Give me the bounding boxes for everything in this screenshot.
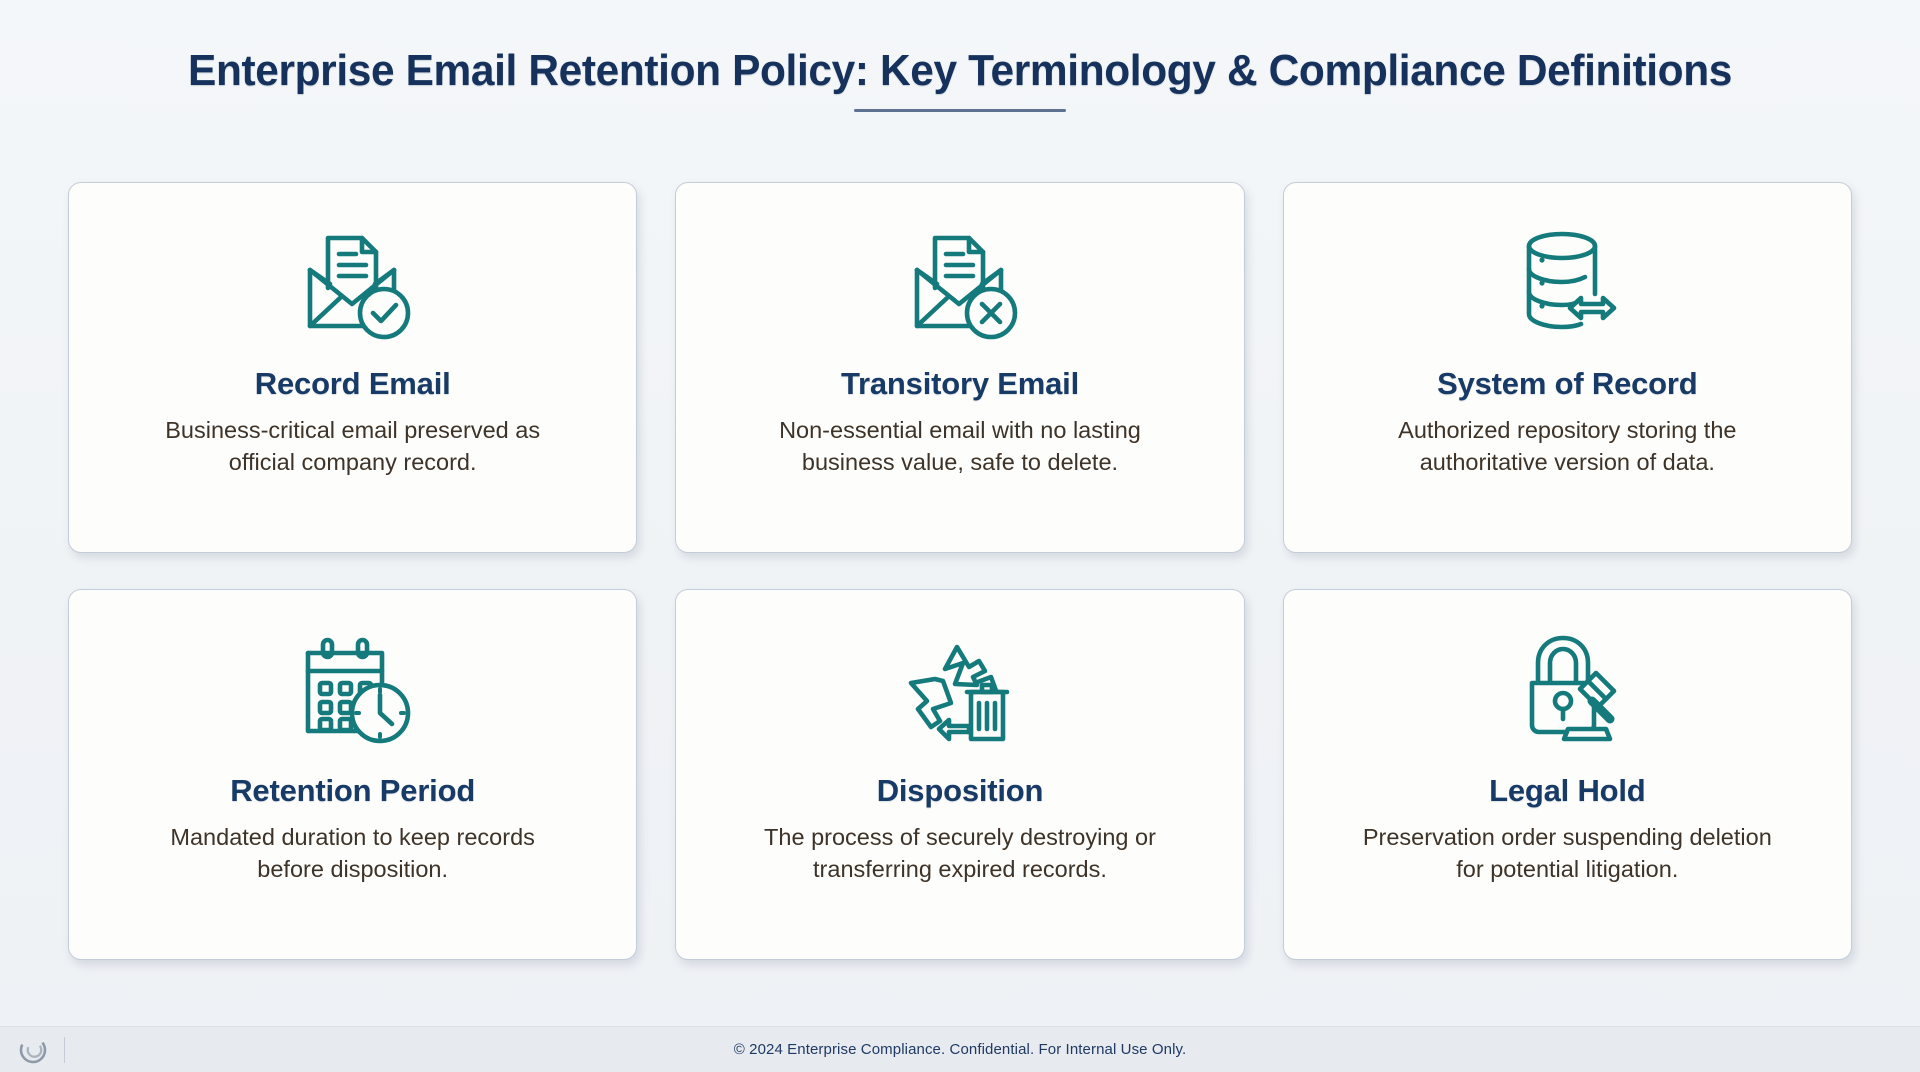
card-title: Record Email <box>254 366 451 401</box>
definition-card[interactable]: Legal Hold Preservation order suspending… <box>1282 589 1852 960</box>
definition-card[interactable]: Transitory Email Non-essential email wit… <box>675 182 1245 553</box>
definition-card-grid: Record Email Business-critical email pre… <box>68 182 1852 960</box>
title-block: Enterprise Email Retention Policy: Key T… <box>0 46 1920 113</box>
footer-bar: © 2024 Enterprise Compliance. Confidenti… <box>0 1026 1920 1072</box>
card-title: Legal Hold <box>1489 773 1646 808</box>
card-title: Disposition <box>876 773 1044 808</box>
card-description: The process of securely destroying or tr… <box>764 824 1156 882</box>
card-description: Business-critical email preserved as off… <box>165 417 541 475</box>
card-description: Authorized repository storing the author… <box>1398 417 1737 475</box>
definition-card[interactable]: Record Email Business-critical email pre… <box>68 182 638 553</box>
card-description: Mandated duration to keep records before… <box>170 824 535 882</box>
card-description: Preservation order suspending deletion f… <box>1362 824 1772 882</box>
footer-copyright: © 2024 Enterprise Compliance. Confidenti… <box>733 1041 1187 1058</box>
calendar-clock-icon <box>292 626 414 752</box>
definition-card[interactable]: System of Record Authorized repository s… <box>1282 182 1852 553</box>
card-description: Non-essential email with no lasting busi… <box>779 417 1141 475</box>
database-exchange-icon <box>1506 219 1628 345</box>
padlock-gavel-icon <box>1506 626 1628 752</box>
page-title: Enterprise Email Retention Policy: Key T… <box>188 46 1732 95</box>
definition-card[interactable]: Disposition The process of securely dest… <box>675 589 1245 960</box>
envelope-document-cross-icon <box>899 219 1021 345</box>
envelope-document-check-icon <box>292 219 414 345</box>
definition-card[interactable]: Retention Period Mandated duration to ke… <box>68 589 638 960</box>
card-title: Transitory Email <box>840 366 1079 401</box>
footer-divider <box>64 1036 65 1063</box>
title-accent-rule <box>854 109 1066 113</box>
card-title: System of Record <box>1437 366 1698 401</box>
footer-brand <box>18 1027 65 1072</box>
recycle-trash-icon <box>899 626 1021 752</box>
card-title: Retention Period <box>230 773 476 808</box>
c-monogram-logo <box>19 1036 47 1063</box>
